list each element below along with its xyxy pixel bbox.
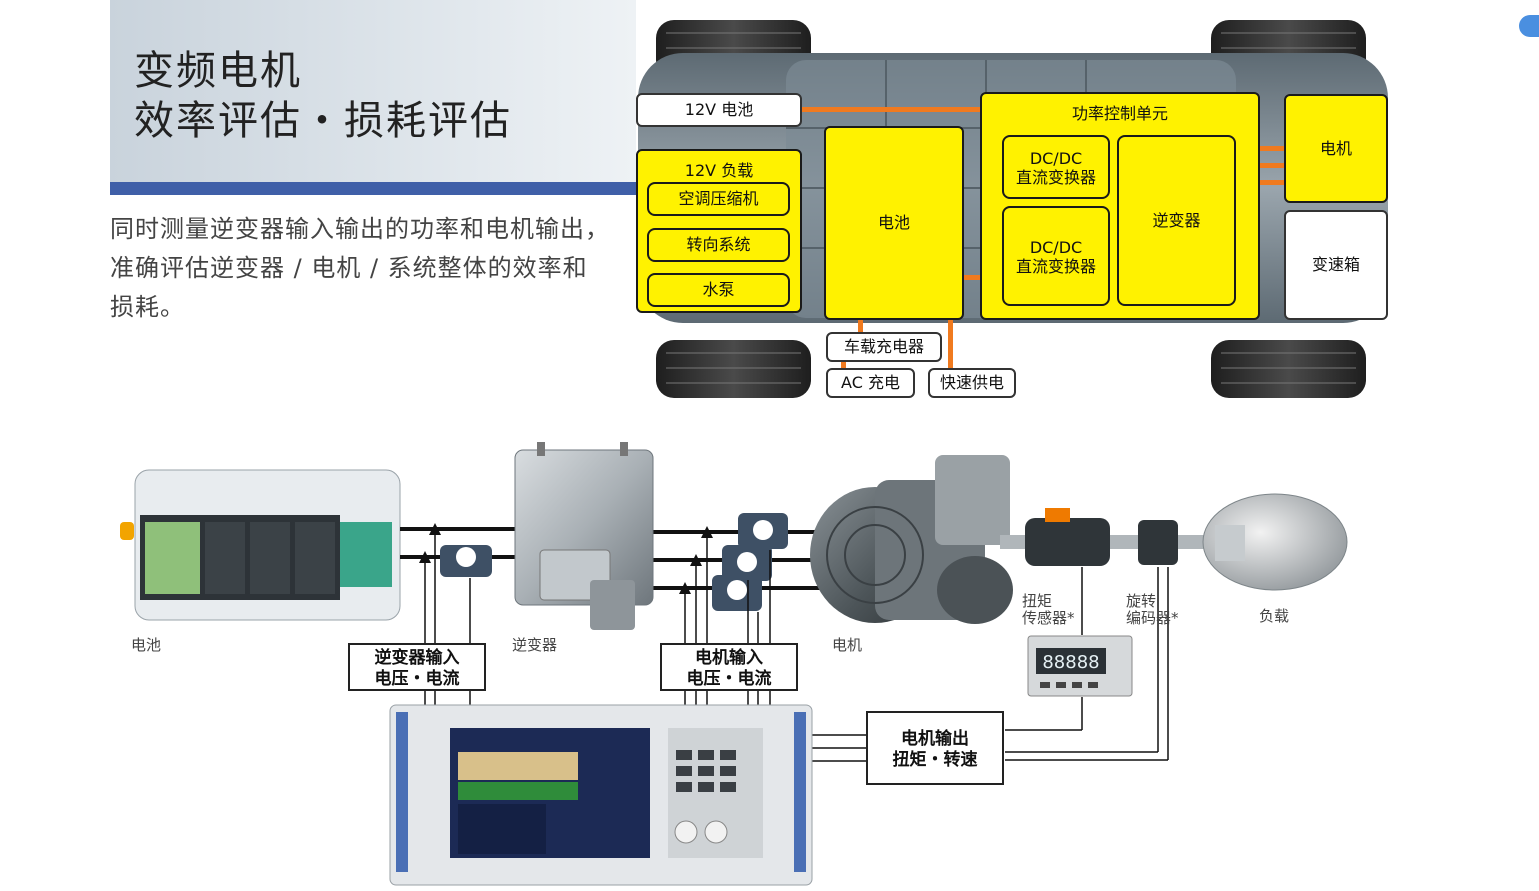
box-ac-charge: AC 充电 — [826, 368, 915, 398]
description-text: 同时测量逆变器输入输出的功率和电机输出，准确评估逆变器 / 电机 / 系统整体的… — [110, 215, 610, 321]
box-gearbox: 变速箱 — [1284, 210, 1388, 320]
load-drum-image — [1202, 493, 1348, 591]
load-item-aircon: 空调压缩机 — [647, 182, 790, 216]
link-12v-to-pcu — [801, 107, 983, 112]
load-item-steering: 转向系统 — [647, 228, 790, 262]
label-motor-input: 电机输入 电压・电流 — [660, 643, 798, 691]
inverter-image — [514, 442, 654, 630]
dcdc-1-line2: 直流变换器 — [1015, 168, 1096, 187]
link-fast-charge — [948, 318, 953, 373]
box-onboard-charger: 车载充电器 — [826, 332, 942, 362]
motor-output-line1: 电机输出 — [901, 729, 969, 749]
label-motor-output: 电机输出 扭矩・转速 — [866, 711, 1004, 785]
title-panel: 变频电机 效率评估・损耗评估 — [110, 0, 636, 182]
title-accent-bar — [110, 182, 636, 195]
label-torque-sensor-1: 扭矩 — [1022, 592, 1052, 610]
box-dcdc-1: DC/DC 直流变换器 — [1002, 135, 1110, 199]
motor-output-line2: 扭矩・转速 — [892, 750, 978, 770]
link-ac-charge — [841, 358, 846, 374]
label-encoder-1: 旋转 — [1126, 592, 1156, 610]
dcdc-1-line1: DC/DC — [1029, 149, 1083, 168]
torque-sensor-image — [1025, 508, 1110, 566]
box-battery: 电池 — [824, 126, 964, 320]
inverter-input-line1: 逆变器输入 — [374, 648, 460, 668]
link-battery-to-pcu — [962, 275, 982, 280]
box-inverter: 逆变器 — [1117, 135, 1236, 306]
box-dcdc-2: DC/DC 直流变换器 — [1002, 206, 1110, 306]
tire-rear-left — [656, 340, 811, 398]
label-torque-sensor-2: 传感器* — [1022, 609, 1075, 627]
label-inverter: 逆变器 — [512, 636, 557, 654]
measurement-system-graphic: 88888 电池 逆变器 电机 扭矩 传感器* 旋转 编码器* 负载 — [120, 442, 1348, 886]
torque-meter-display: 88888 — [1027, 635, 1133, 697]
dcdc-2-line2: 直流变换器 — [1015, 257, 1096, 276]
link-battery-charger — [858, 318, 863, 333]
motor-input-line1: 电机输入 — [695, 648, 763, 668]
torque-meter-reading: 88888 — [1042, 652, 1099, 673]
page-title-line-2: 效率评估・损耗评估 — [134, 98, 512, 144]
battery-pack-image — [120, 469, 401, 621]
box-12v-battery: 12V 电池 — [636, 93, 802, 127]
power-analyzer-image — [389, 704, 813, 886]
label-inverter-input: 逆变器输入 电压・电流 — [348, 643, 486, 691]
inverter-input-line2: 电压・电流 — [374, 669, 460, 689]
box-12v-load-label: 12V 负载 — [684, 161, 754, 180]
current-sensor-clamps — [440, 513, 788, 611]
page-title-line-1: 变频电机 — [134, 48, 302, 94]
tire-rear-right — [1211, 340, 1366, 398]
load-item-pump: 水泵 — [647, 273, 790, 307]
rotary-encoder-image — [1138, 520, 1178, 565]
ev-car-diagram: 12V 电池 12V 负载 空调压缩机 转向系统 水泵 电池 功率控制单元 DC… — [636, 18, 1391, 398]
box-pcu-label: 功率控制单元 — [1071, 104, 1168, 123]
label-motor: 电机 — [832, 636, 862, 654]
box-fast-charge: 快速供电 — [928, 368, 1016, 398]
dcdc-2-line1: DC/DC — [1029, 238, 1083, 257]
label-battery: 电池 — [131, 636, 161, 654]
motor-image — [810, 455, 1013, 624]
translate-icon[interactable] — [1519, 15, 1539, 37]
box-motor: 电机 — [1284, 94, 1388, 203]
label-encoder-2: 编码器* — [1126, 609, 1179, 627]
motor-input-line2: 电压・电流 — [686, 669, 772, 689]
label-load: 负载 — [1259, 607, 1289, 625]
